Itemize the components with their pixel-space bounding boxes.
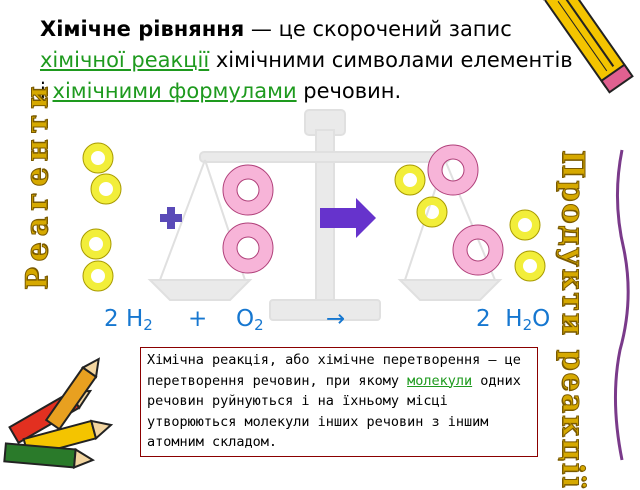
formula-plus: + <box>188 306 208 332</box>
water-molecules-products <box>394 144 546 282</box>
formula-arrow: → <box>326 306 346 332</box>
formula-oxygen: O2 <box>236 306 264 334</box>
element-symbol: O <box>532 306 551 332</box>
hydrogen-atoms-reactants <box>80 142 122 292</box>
definition-term: Хімічне рівняння <box>40 17 245 41</box>
right-arrow-icon <box>320 198 376 238</box>
crayons-icon <box>3 357 114 469</box>
element-symbol: H <box>125 306 144 332</box>
chemical-formulas-link[interactable]: хімічними формулами <box>52 79 297 103</box>
subscript: 2 <box>143 316 153 334</box>
subscript: 2 <box>254 316 264 334</box>
element-symbol: O <box>236 306 255 332</box>
reagents-label: Реагенти <box>20 80 56 290</box>
pencil-icon <box>539 0 634 94</box>
definition-text: Хімічне рівняння — це скорочений запис х… <box>40 14 580 107</box>
molecules-link[interactable]: молекули <box>407 372 473 389</box>
chemical-reaction-link[interactable]: хімічної реакції <box>40 48 210 72</box>
reaction-illustration <box>3 0 634 469</box>
decorative-squiggle <box>613 149 630 461</box>
definition-part: хімічними символами елементів і <box>40 48 573 103</box>
reaction-note-box: Хімічна реакція, або хімічне перетворенн… <box>140 347 538 457</box>
coefficient: 2 <box>104 306 119 332</box>
products-label: Продукти реакції <box>555 150 591 490</box>
definition-part: — це скорочений запис <box>244 17 512 41</box>
coefficient: 2 <box>476 306 491 332</box>
formula-hydrogen: 2 H2 <box>104 306 153 334</box>
note-text: Хімічна реакція, або хімічне перетворенн… <box>147 352 521 389</box>
plus-icon <box>160 207 182 229</box>
element-symbol: H <box>505 306 523 332</box>
hydrogen-atom <box>83 143 113 173</box>
oxygen-atoms-reactants <box>222 164 274 274</box>
subscript: 2 <box>522 316 533 334</box>
definition-part: речовин. <box>296 79 402 103</box>
formula-water: 2 H2O <box>476 306 550 334</box>
note-text: одних речовин руйнуються і на їхньому мі… <box>147 372 521 451</box>
